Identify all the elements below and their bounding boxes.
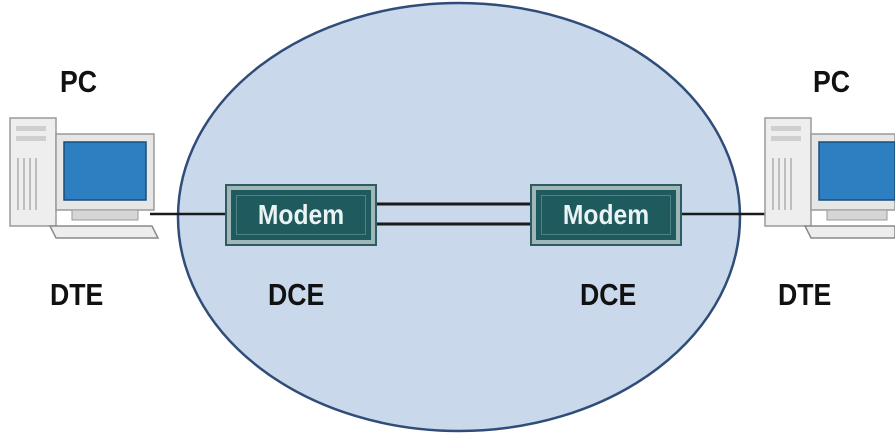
desktop-computer-icon bbox=[764, 117, 895, 239]
network-oval bbox=[176, 1, 742, 433]
left-dte-label: DTE bbox=[50, 277, 104, 312]
modem-left: Modem bbox=[225, 184, 377, 246]
modem-right: Modem bbox=[530, 184, 682, 246]
right-pc-label: PC bbox=[813, 64, 851, 99]
left-dce-label: DCE bbox=[268, 277, 325, 312]
modem-right-label: Modem bbox=[562, 199, 650, 230]
modem-left-label: Modem bbox=[257, 199, 345, 230]
right-dte-label: DTE bbox=[778, 277, 832, 312]
desktop-computer-icon bbox=[9, 117, 160, 239]
right-dce-label: DCE bbox=[580, 277, 637, 312]
modem-right-frame bbox=[541, 195, 671, 235]
modem-left-frame bbox=[236, 195, 366, 235]
left-pc-label: PC bbox=[60, 64, 98, 99]
